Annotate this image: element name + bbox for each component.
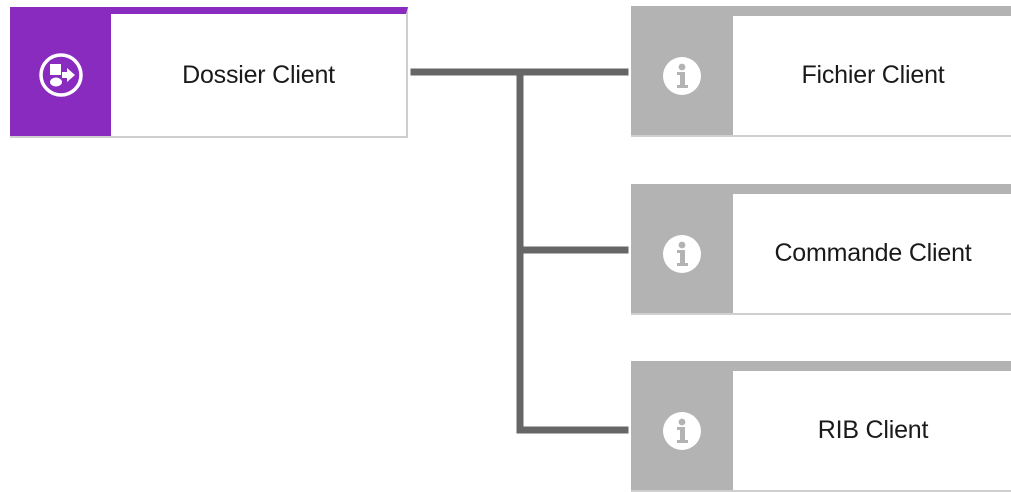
child-node-commande-client[interactable]: Commande Client xyxy=(631,184,1011,315)
child-node-icon-box xyxy=(631,194,733,313)
child-node-label: Fichier Client xyxy=(733,16,1011,135)
child-node-label: RIB Client xyxy=(733,371,1011,490)
child-node-icon-box xyxy=(631,371,733,490)
child-node-icon-box xyxy=(631,16,733,135)
root-node-label: Dossier Client xyxy=(111,14,406,136)
info-icon xyxy=(663,56,701,95)
info-icon xyxy=(663,411,701,450)
root-node[interactable]: Dossier Client xyxy=(10,7,408,138)
child-node-rib-client[interactable]: RIB Client xyxy=(631,361,1011,492)
root-node-icon-box xyxy=(10,14,111,136)
child-node-label: Commande Client xyxy=(733,194,1011,313)
info-icon xyxy=(663,234,701,273)
workflow-icon xyxy=(38,53,83,97)
child-node-fichier-client[interactable]: Fichier Client xyxy=(631,6,1011,137)
